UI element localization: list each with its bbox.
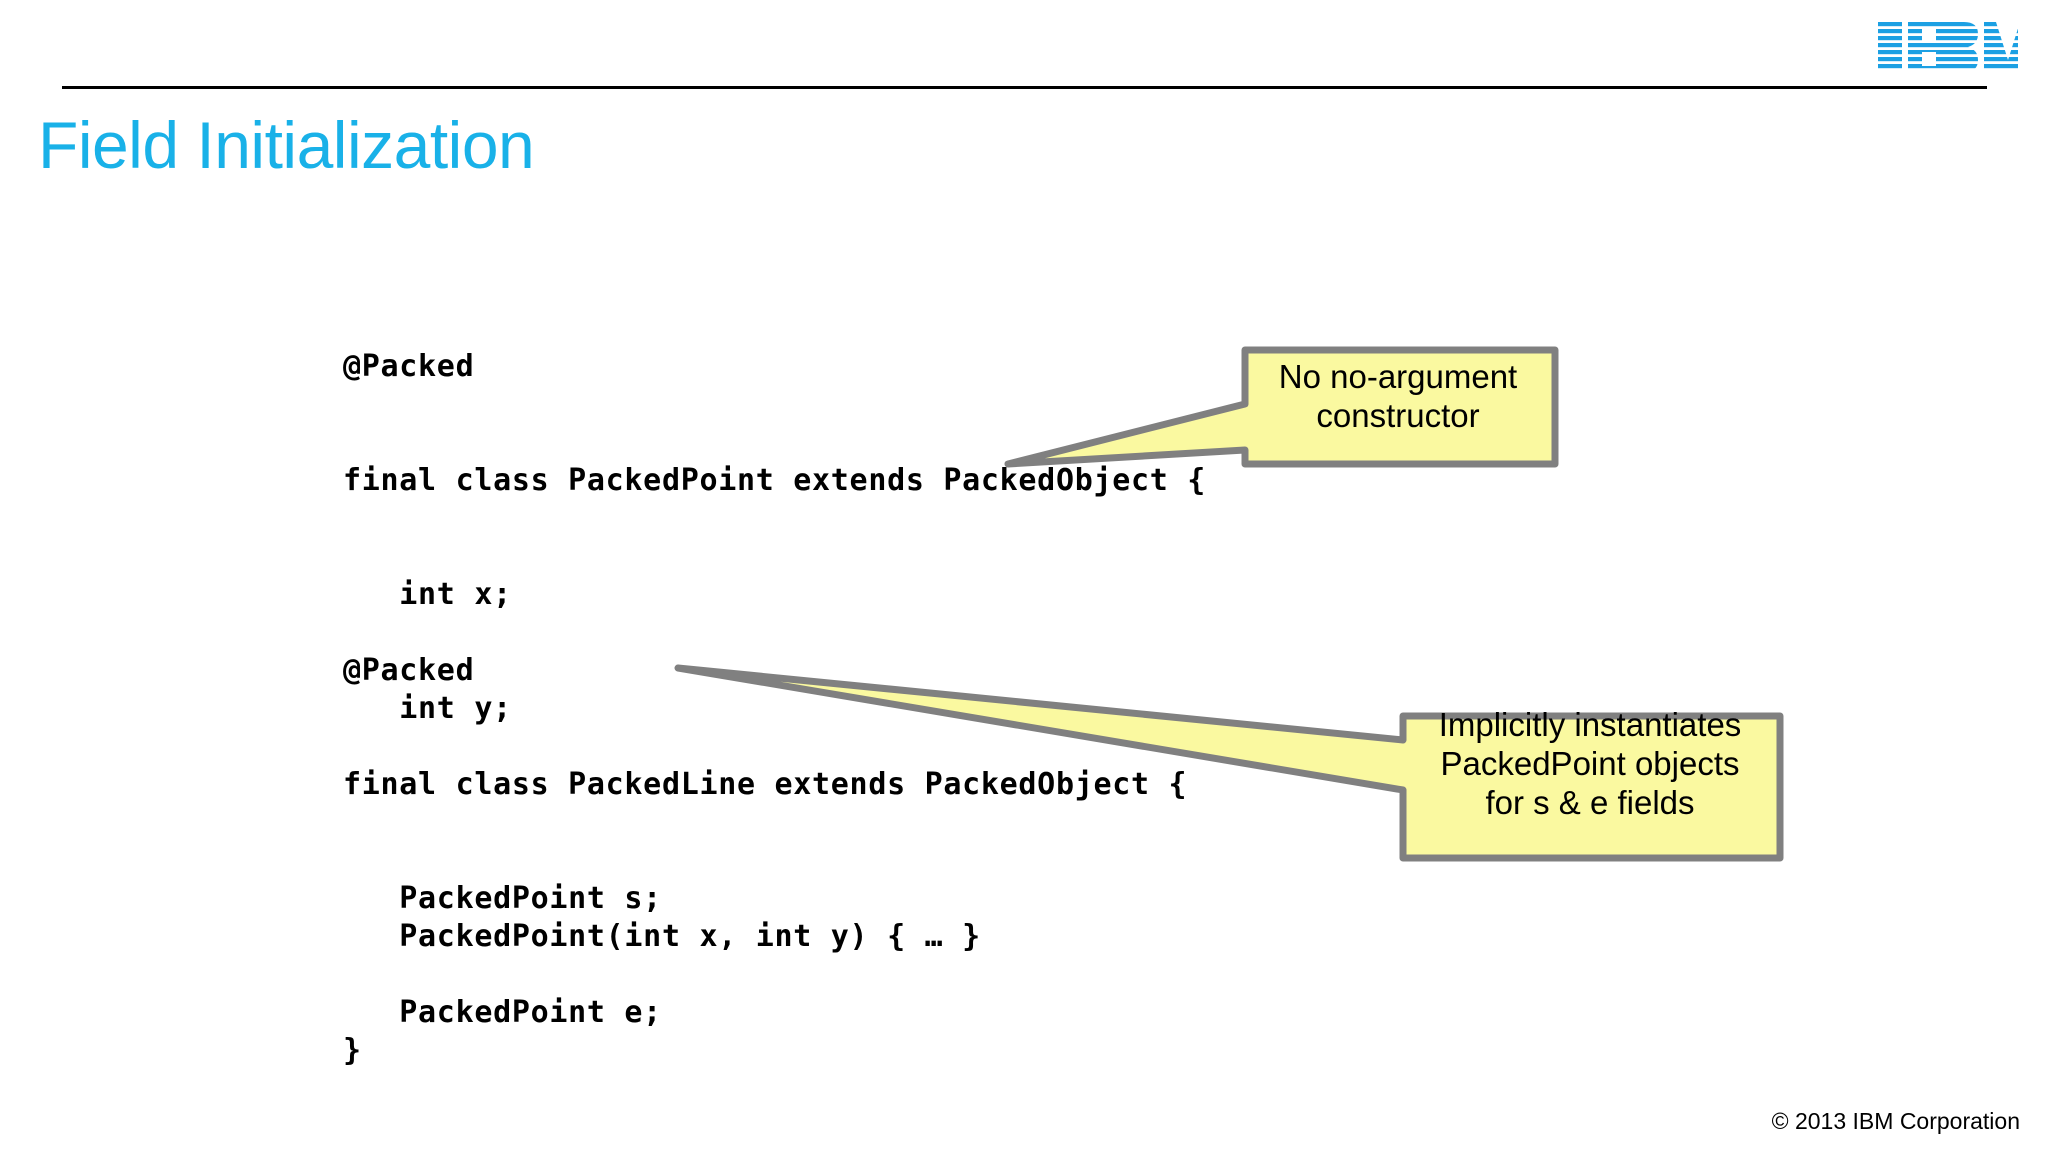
code-line: PackedPoint s; xyxy=(343,881,662,916)
code-line: } xyxy=(343,1033,362,1068)
code-block-packed-point: @Packed final class PackedPoint extends … xyxy=(343,272,1206,1146)
footer-copyright: © 2013 IBM Corporation xyxy=(1771,1108,2020,1134)
code-line: final class PackedPoint extends PackedOb… xyxy=(343,463,1207,498)
code-line: PackedPoint e; xyxy=(343,995,662,1030)
code-line: int x; xyxy=(343,577,512,612)
code-line: final class PackedLine extends PackedObj… xyxy=(343,767,1188,802)
code-line: PackedPoint(int x, int y) { … } xyxy=(343,919,981,954)
callout-bubble-shape xyxy=(1004,346,1559,468)
callout-label: No no-argument constructor xyxy=(1278,358,1518,434)
code-line: int y; xyxy=(343,691,512,726)
callout-label: Implicitly instantiates PackedPoint obje… xyxy=(1438,706,1742,821)
implicit-instantiation-callout: Implicitly instantiates PackedPoint obje… xyxy=(670,650,1790,875)
code-line: @Packed xyxy=(343,653,475,688)
ibm-logo xyxy=(1878,22,2018,72)
code-block-packed-line: @Packed final class PackedLine extends P… xyxy=(343,576,1300,1152)
callout-bubble-shape xyxy=(674,664,1784,862)
no-arg-constructor-callout: No no-argument constructor xyxy=(1000,340,1570,480)
page-title: Field Initialization xyxy=(38,108,535,182)
header-divider xyxy=(62,86,1987,89)
code-line xyxy=(343,1108,1300,1146)
code-line: @Packed xyxy=(343,349,475,384)
